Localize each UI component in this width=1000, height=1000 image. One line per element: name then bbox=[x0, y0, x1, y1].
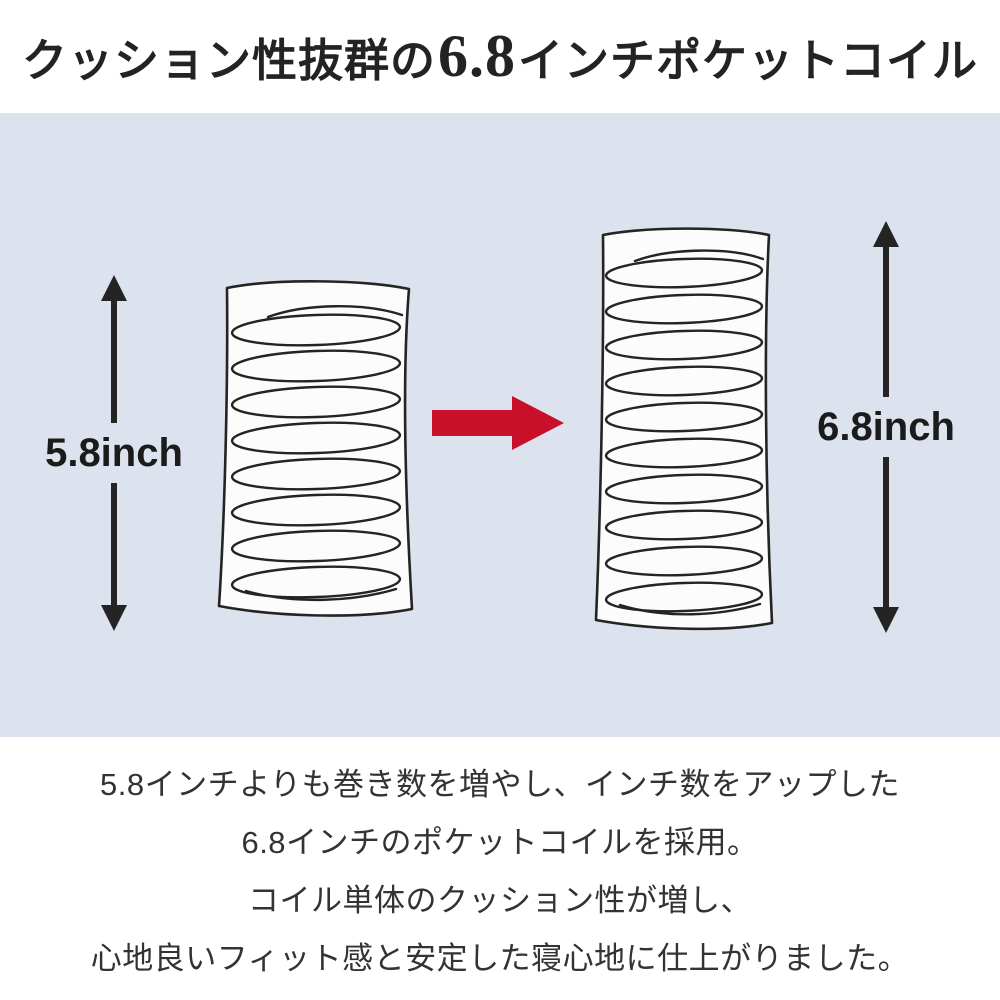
arrow-shaft bbox=[111, 483, 117, 605]
arrow-down-icon bbox=[101, 605, 127, 631]
title-prefix: クッション性抜群の bbox=[21, 36, 436, 86]
arrow-shaft bbox=[883, 247, 889, 397]
small-pocket-coil-illustration bbox=[217, 280, 414, 617]
description-line: 心地良いフィット感と安定した寝心地に仕上がりました。 bbox=[90, 940, 910, 976]
left-measure-label: 5.8inch bbox=[45, 431, 183, 475]
description-line: 6.8インチのポケットコイルを採用。 bbox=[241, 824, 759, 860]
red-arrow-icon bbox=[432, 396, 564, 450]
description-line: 5.8インチよりも巻き数を増やし、インチ数をアップした bbox=[100, 766, 900, 802]
page-title: クッション性抜群の6.8インチポケットコイル bbox=[22, 22, 978, 91]
description-block: 5.8インチよりも巻き数を増やし、インチ数をアップした 6.8インチのポケットコ… bbox=[0, 737, 1000, 1000]
arrow-shaft bbox=[883, 457, 889, 607]
title-suffix: インチポケットコイル bbox=[518, 36, 979, 86]
title-highlight-number: 6.8 bbox=[438, 23, 516, 89]
arrow-shaft bbox=[111, 301, 117, 423]
right-measure-arrow: 6.8inch bbox=[806, 221, 966, 633]
left-measure-arrow: 5.8inch bbox=[34, 275, 194, 631]
comparison-band: 5.8inch bbox=[0, 113, 1000, 737]
right-measure-label: 6.8inch bbox=[817, 405, 955, 449]
description-line: コイル単体のクッション性が増し、 bbox=[248, 882, 752, 918]
arrow-down-icon bbox=[873, 607, 899, 633]
large-pocket-coil-illustration bbox=[594, 227, 774, 631]
arrow-up-icon bbox=[873, 221, 899, 247]
title-bar: クッション性抜群の6.8インチポケットコイル bbox=[0, 0, 1000, 113]
arrow-up-icon bbox=[101, 275, 127, 301]
